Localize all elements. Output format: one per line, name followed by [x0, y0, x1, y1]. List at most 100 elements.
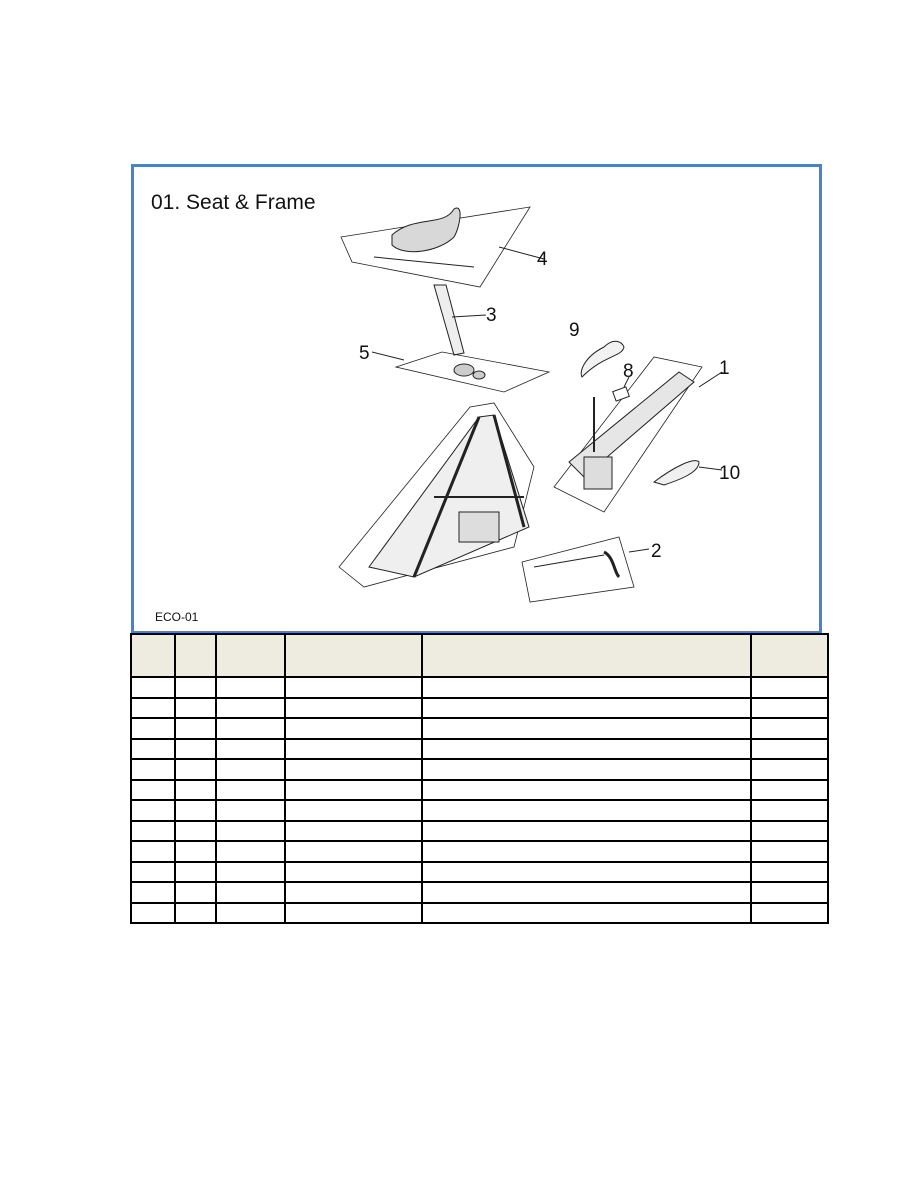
table-row	[130, 881, 829, 904]
table-cell	[750, 840, 829, 863]
callout-1: 1	[719, 358, 730, 379]
seat-icon	[391, 207, 461, 253]
diagram-code: ECO-01	[155, 610, 199, 624]
table-cell	[130, 778, 176, 801]
table-cell	[215, 676, 286, 699]
table-cell	[174, 840, 217, 863]
table-row	[130, 799, 829, 822]
table-row	[130, 737, 829, 760]
header-cell	[174, 633, 217, 678]
table-cell	[130, 860, 176, 883]
table-cell	[215, 860, 286, 883]
callout-3: 3	[486, 305, 497, 326]
clamp-group-outline	[394, 351, 551, 393]
table-cell	[174, 696, 217, 719]
callout-9: 9	[569, 320, 580, 341]
table-row	[130, 758, 829, 781]
table-cell	[421, 819, 752, 842]
exploded-diagram: 1 2 3 4 5 8 9 10	[338, 206, 740, 603]
table-row	[130, 901, 829, 924]
table-cell	[215, 778, 286, 801]
table-cell	[750, 717, 829, 740]
tube-group-outline	[553, 356, 703, 513]
table-cell	[284, 696, 423, 719]
table-row	[130, 778, 829, 801]
table-cell	[421, 881, 752, 904]
table-cell	[750, 696, 829, 719]
table-cell	[421, 778, 752, 801]
table-cell	[215, 696, 286, 719]
table-cell	[215, 737, 286, 760]
table-cell	[284, 737, 423, 760]
frame-outline	[338, 402, 535, 588]
qr-group-outline	[521, 536, 635, 603]
table-row	[130, 696, 829, 719]
table-cell	[750, 758, 829, 781]
table-cell	[215, 799, 286, 822]
table-row	[130, 819, 829, 842]
table-cell	[215, 901, 286, 924]
table-cell	[215, 840, 286, 863]
table-cell	[284, 717, 423, 740]
table-cell	[284, 819, 423, 842]
table-cell	[421, 737, 752, 760]
table-cell	[284, 758, 423, 781]
table-cell	[421, 840, 752, 863]
callout-10: 10	[719, 463, 740, 484]
table-cell	[284, 676, 423, 699]
table-cell	[750, 799, 829, 822]
leader-5	[371, 351, 405, 361]
table-cell	[174, 717, 217, 740]
table-cell	[421, 799, 752, 822]
pad-9-icon	[580, 340, 625, 378]
table-cell	[421, 676, 752, 699]
table-cell	[174, 881, 217, 904]
leader-4	[498, 246, 545, 260]
table-cell	[750, 737, 829, 760]
parts-table	[130, 633, 829, 924]
table-cell	[284, 901, 423, 924]
header-cell	[215, 633, 286, 678]
tube-icon	[568, 371, 695, 478]
callout-2: 2	[651, 541, 662, 562]
table-cell	[750, 860, 829, 883]
table-cell	[215, 819, 286, 842]
table-cell	[421, 901, 752, 924]
figure-panel: 1 2 3 4 5 8 9 10 01. Seat & Frame ECO-01	[131, 164, 822, 634]
table-cell	[130, 881, 176, 904]
label-8-icon	[612, 386, 630, 402]
table-cell	[421, 758, 752, 781]
table-cell	[130, 901, 176, 924]
header-cell	[284, 633, 423, 678]
leader-1	[698, 371, 723, 388]
table-cell	[130, 717, 176, 740]
table-cell	[750, 901, 829, 924]
table-cell	[174, 737, 217, 760]
table-cell	[174, 819, 217, 842]
table-header-row	[130, 633, 829, 678]
leader-2	[628, 548, 650, 553]
table-cell	[750, 778, 829, 801]
table-cell	[130, 758, 176, 781]
table-cell	[130, 696, 176, 719]
pad-10-icon	[652, 460, 700, 486]
table-cell	[130, 840, 176, 863]
table-cell	[421, 696, 752, 719]
table-cell	[284, 778, 423, 801]
table-cell	[750, 676, 829, 699]
table-cell	[421, 717, 752, 740]
table-cell	[421, 860, 752, 883]
table-cell	[174, 901, 217, 924]
leader-3	[451, 314, 487, 318]
table-row	[130, 676, 829, 699]
hinge-icon	[583, 456, 613, 490]
header-cell	[130, 633, 176, 678]
table-cell	[174, 758, 217, 781]
table-cell	[130, 737, 176, 760]
table-row	[130, 860, 829, 883]
header-cell	[421, 633, 752, 678]
table-cell	[284, 881, 423, 904]
table-cell	[215, 717, 286, 740]
table-row	[130, 840, 829, 863]
callout-5: 5	[359, 343, 370, 364]
